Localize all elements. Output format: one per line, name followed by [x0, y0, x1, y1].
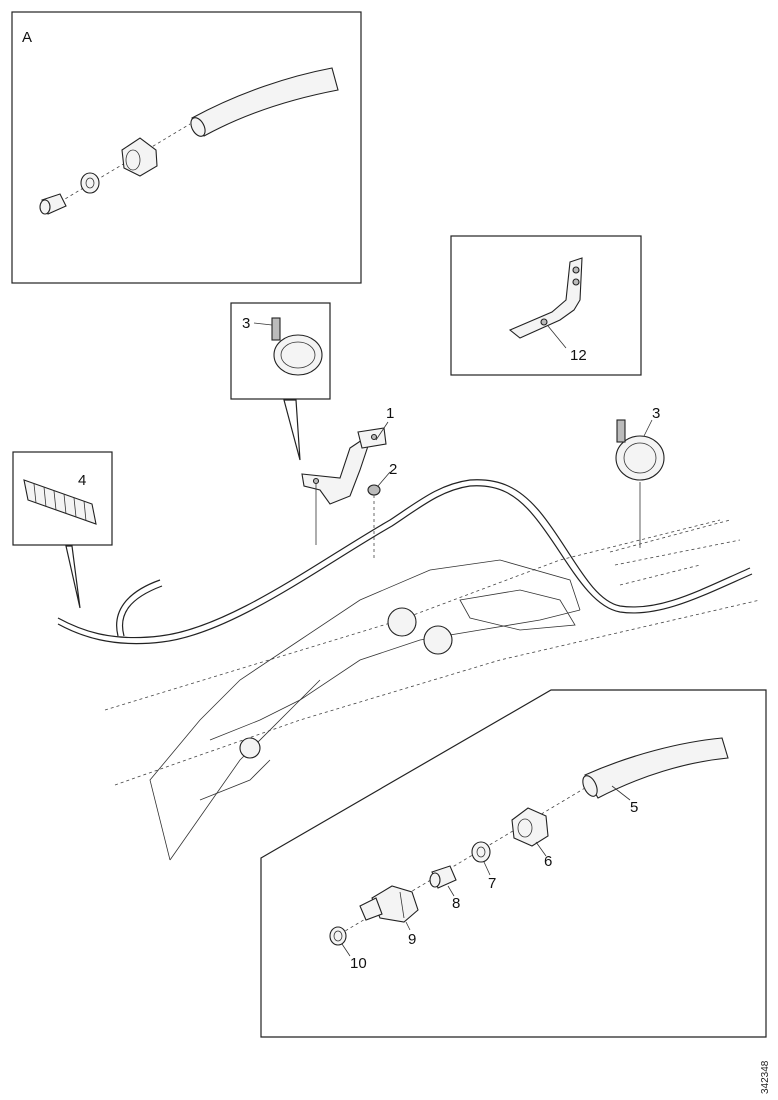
inset-a-ring	[80, 172, 100, 194]
callout-6: 6	[544, 853, 552, 870]
inset-a-nut-bore	[125, 149, 141, 171]
callout-10: 10	[350, 955, 367, 972]
main-assembly: 1 2 3	[57, 405, 761, 861]
inset-a-label: A	[22, 29, 32, 46]
figure-code: 342348	[760, 1060, 771, 1094]
callout-7: 7	[488, 875, 496, 892]
inset-12-frame	[450, 235, 642, 376]
hub-lower	[239, 737, 261, 759]
cable-loop	[116, 579, 161, 637]
callout-3-right: 3	[652, 405, 660, 422]
nut-6	[511, 807, 549, 847]
hub-left	[387, 607, 417, 637]
callout-9: 9	[408, 931, 416, 948]
fitting-9	[371, 885, 419, 923]
callout-4: 4	[78, 472, 86, 489]
ring-7	[471, 841, 491, 863]
hub-right	[423, 625, 453, 655]
inset-a-frame	[11, 11, 362, 284]
bracket-1	[301, 439, 369, 505]
frame-rail-right	[609, 519, 741, 586]
callout-1: 1	[386, 405, 394, 422]
frame-line-lower	[114, 599, 761, 786]
nut-2	[367, 484, 381, 496]
hose-5	[584, 737, 729, 799]
inset-a-hose	[191, 67, 339, 137]
inset-a: A	[11, 11, 362, 284]
callout-8: 8	[452, 895, 460, 912]
callout-2: 2	[389, 461, 397, 478]
clamp-3-right	[615, 435, 665, 481]
cable-route-outer	[57, 479, 751, 639]
inset-clamp-3: 3	[230, 302, 331, 461]
bracket-plate	[459, 589, 576, 631]
inset-bracket-12: 12	[450, 235, 642, 376]
inset-a-hose-end	[190, 117, 206, 137]
cable-route-inner	[57, 485, 753, 645]
callout-5: 5	[630, 799, 638, 816]
washer-10	[329, 926, 347, 946]
inset-connector: 5 6 7 8 9 10	[260, 689, 767, 1038]
corrugated-sleeve	[23, 479, 97, 525]
inset-4-pointer	[65, 545, 81, 609]
inset-3-pointer	[283, 399, 301, 461]
callout-12: 12	[570, 347, 587, 364]
callout-3-top: 3	[242, 315, 250, 332]
inset-sleeve-4: 4	[12, 451, 113, 609]
clamp-screw	[271, 317, 281, 341]
chassis-body	[149, 559, 581, 861]
clamp-band	[273, 334, 323, 376]
